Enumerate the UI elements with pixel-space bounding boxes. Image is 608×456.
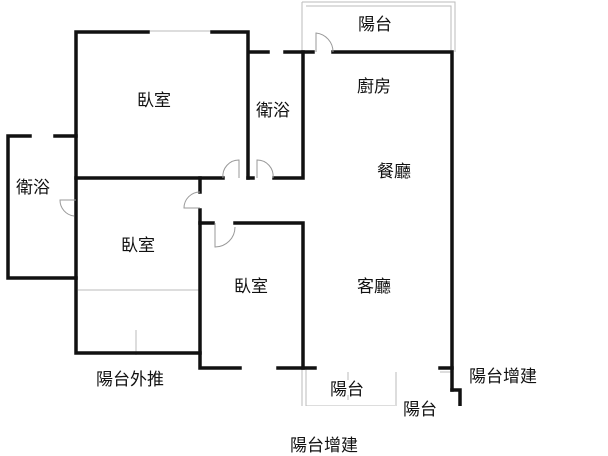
floor-plan [6,1,462,406]
room-label-balcony-small: 陽台 [403,400,437,420]
room-label-bath-1: 衛浴 [16,178,50,198]
door-swings [59,32,334,248]
room-label-balcony-bottom: 陽台 [330,380,364,400]
walls [6,30,462,406]
room-label-balcony-ext-right: 陽台增建 [469,367,537,387]
room-label-living: 客廳 [357,277,391,297]
room-label-balcony-top: 陽台 [358,15,392,35]
thin-outlines [78,1,456,406]
room-label-balcony-push: 陽台外推 [96,370,164,390]
room-label-balcony-ext-bottom: 陽台增建 [290,436,358,456]
room-label-bath-2: 衛浴 [256,101,290,121]
room-label-bedroom-1: 臥室 [137,91,171,111]
room-label-kitchen: 廚房 [357,77,391,97]
room-label-bedroom-2: 臥室 [121,236,155,256]
room-label-dining: 餐廳 [377,162,411,182]
room-label-bedroom-3: 臥室 [234,277,268,297]
